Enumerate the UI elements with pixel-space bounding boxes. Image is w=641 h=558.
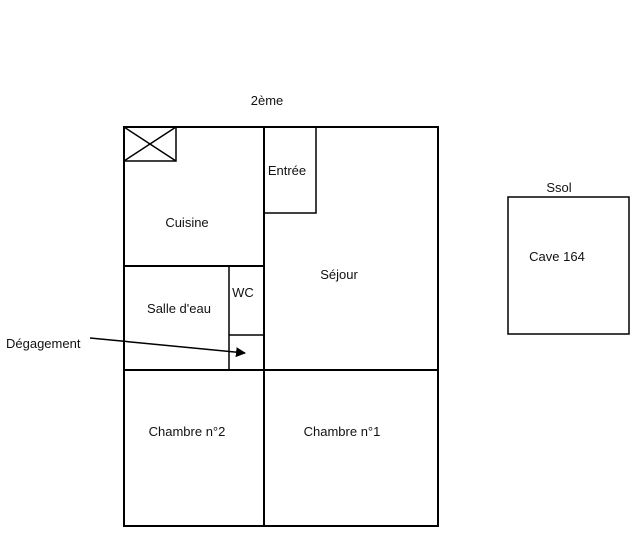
callout-degagement: Dégagement — [6, 336, 81, 351]
basement-label: Ssol — [546, 180, 571, 195]
room-cave-outline — [507, 196, 630, 335]
room-label-cuisine: Cuisine — [165, 215, 208, 230]
room-label-chambre2: Chambre n°2 — [149, 424, 226, 439]
floor-label: 2ème — [251, 93, 284, 108]
room-label-cave: Cave 164 — [529, 249, 585, 264]
room-entree-outline — [263, 126, 317, 214]
room-label-wc: WC — [232, 285, 254, 300]
room-label-salle-eau: Salle d'eau — [147, 301, 211, 316]
room-label-entree: Entrée — [268, 163, 306, 178]
apartment-outline — [123, 126, 439, 527]
room-label-sejour: Séjour — [320, 267, 358, 282]
crossed-box-icon — [123, 126, 177, 162]
room-label-chambre1: Chambre n°1 — [304, 424, 381, 439]
callout-arrow-icon — [89, 337, 246, 358]
